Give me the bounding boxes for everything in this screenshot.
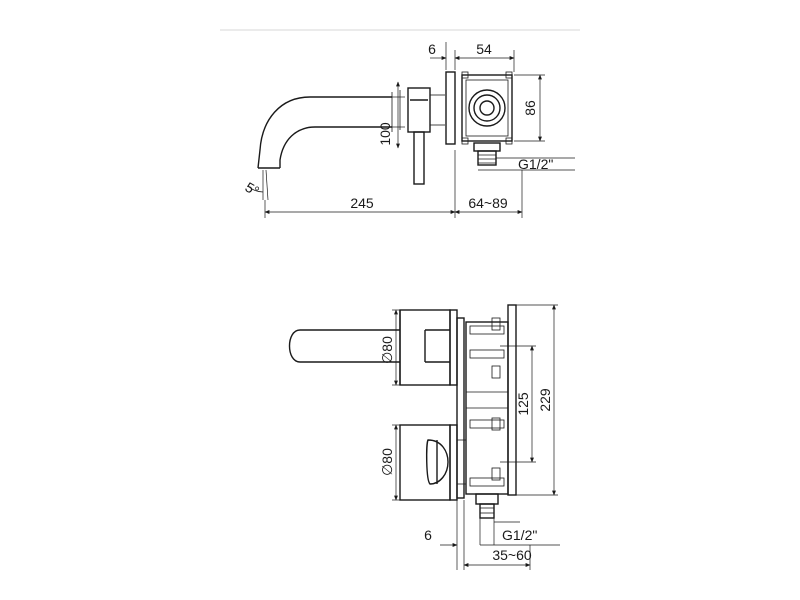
valve-circle-outer (468, 89, 506, 127)
inlet-nut-front (475, 493, 499, 505)
dim-rosette-top-dia: ∅80 (379, 336, 395, 364)
concealed-box (465, 304, 517, 519)
dim-inlet-thread-front: G1/2" (502, 527, 537, 543)
dim-rosette-bottom-dia: ∅80 (379, 448, 395, 476)
wall-flange (445, 71, 456, 145)
dim-flange-thickness-top: 6 (428, 41, 436, 57)
dim-body-height: 86 (522, 100, 538, 116)
wall-flange-front (456, 317, 465, 499)
inlet-nut (473, 142, 501, 152)
dim-inlet-thread-top: G1/2" (518, 156, 553, 172)
top-rosette (399, 309, 458, 386)
dim-wall-depth-front: 35~60 (492, 547, 532, 563)
dim-body-total-height: 229 (537, 388, 553, 412)
dim-center-distance: 125 (515, 392, 531, 416)
front-view: ∅80 ∅80 125 229 G1/2" 6 35~60 (288, 304, 560, 570)
dim-wall-depth-top: 64~89 (468, 195, 508, 211)
lever-handle (399, 87, 445, 185)
dim-body-width: 54 (476, 41, 492, 57)
dim-spout-length: 245 (350, 195, 374, 211)
dim-spout-height: 100 (377, 122, 393, 146)
dim-flange-thickness-front: 6 (424, 527, 432, 543)
spout (257, 92, 393, 169)
concealed-body (461, 71, 513, 166)
bottom-rosette (399, 424, 466, 501)
top-view: 6 54 86 G1/2" 100 5° 245 64~89 (243, 41, 575, 218)
dim-spout-angle: 5° (243, 179, 263, 200)
